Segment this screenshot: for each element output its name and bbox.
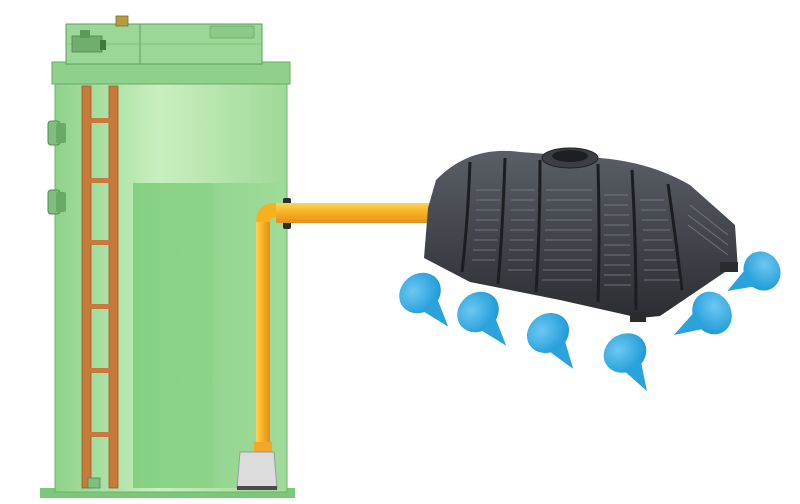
lid-hardware xyxy=(71,15,255,53)
water-drop-icon xyxy=(727,251,781,291)
tank-top-flange xyxy=(51,61,291,85)
water-drop-icon xyxy=(399,272,449,327)
water-drops xyxy=(399,251,781,392)
water-drop-icon xyxy=(603,333,647,392)
inlet-port-lower xyxy=(47,189,66,215)
tank-base xyxy=(40,488,295,498)
inlet-port-upper xyxy=(47,120,66,146)
water-drop-icon xyxy=(457,291,507,346)
pressure-pipe xyxy=(256,198,446,454)
water-drop-icon xyxy=(673,291,732,335)
tunnel-body xyxy=(424,150,738,318)
infiltration-tunnel xyxy=(424,147,738,322)
submersible-pump xyxy=(236,442,278,490)
ladder xyxy=(81,85,119,489)
pipe-riser xyxy=(256,222,270,454)
pipe-horizontal xyxy=(276,203,446,223)
water-drop-icon xyxy=(526,312,574,370)
